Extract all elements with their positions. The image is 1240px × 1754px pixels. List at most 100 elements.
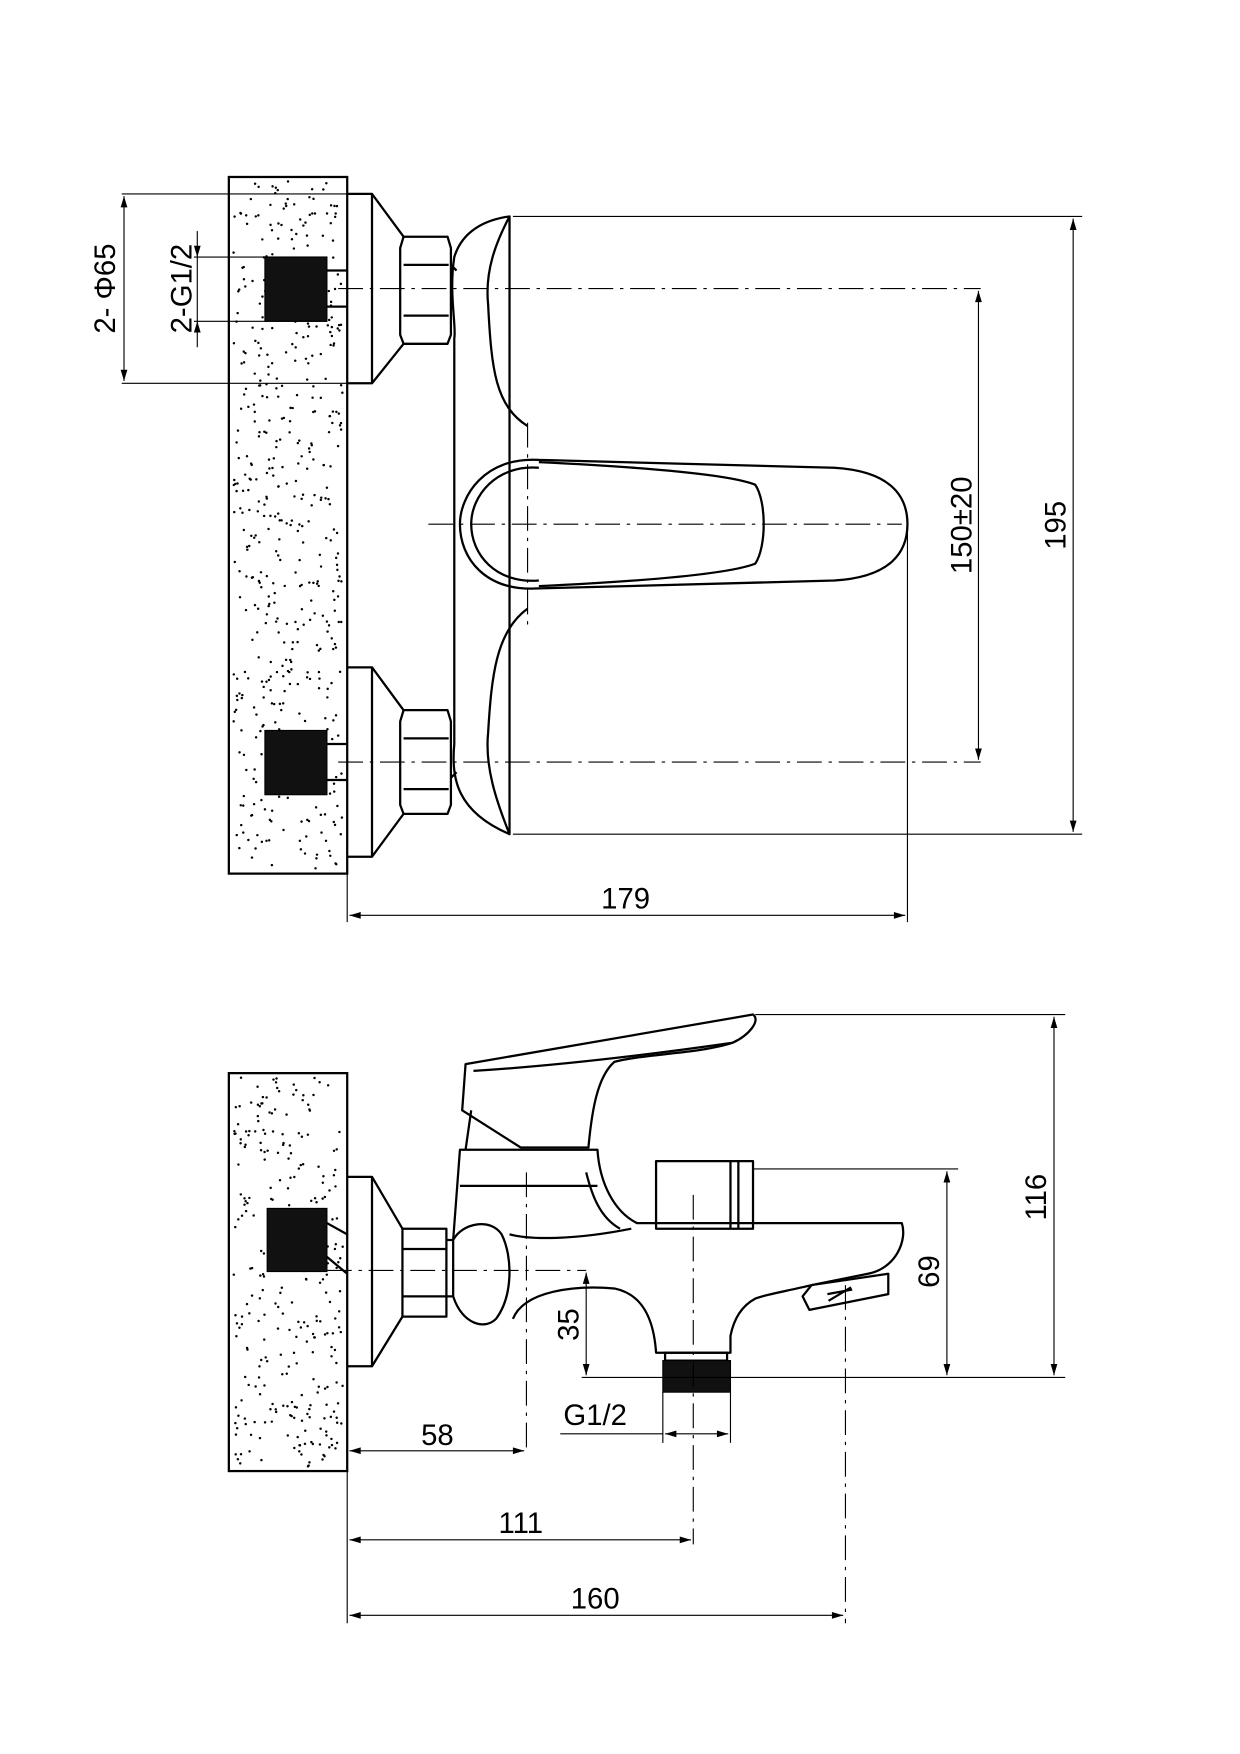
stipple-dot <box>277 1090 281 1093</box>
stipple-dot <box>325 620 329 623</box>
stipple-dot <box>263 808 267 811</box>
stipple-dot <box>233 215 236 218</box>
stipple-dot <box>273 515 277 518</box>
stipple-dot <box>254 780 258 784</box>
stipple-dot <box>237 1163 240 1166</box>
stipple-dot <box>294 346 297 349</box>
stipple-dot <box>286 197 289 201</box>
stipple-dot <box>294 571 297 574</box>
stipple-dot <box>276 1151 280 1155</box>
stipple-dot <box>275 445 278 449</box>
stipple-dot <box>243 1375 247 1379</box>
stipple-dot <box>282 1404 285 1408</box>
stipple-dot <box>267 839 271 842</box>
stipple-dot <box>295 232 298 236</box>
stipple-dot <box>268 467 271 470</box>
stipple-dot <box>307 325 311 328</box>
stipple-dot <box>244 285 247 288</box>
stipple-dot <box>282 207 285 210</box>
stipple-dot <box>310 504 313 507</box>
stipple-dot <box>324 377 327 381</box>
stipple-dot <box>280 708 283 712</box>
stipple-dot <box>306 322 310 325</box>
stipple-dot <box>315 582 319 585</box>
upper-inlet <box>264 192 453 385</box>
stipple-dot <box>329 1415 333 1419</box>
stipple-dot <box>324 536 328 540</box>
stipple-dot <box>272 702 276 706</box>
stipple-dot <box>258 1436 262 1440</box>
stipple-dot <box>240 362 243 365</box>
stipple-dot <box>288 682 292 686</box>
stipple-dot <box>276 512 280 515</box>
stipple-dot <box>292 1093 295 1096</box>
stipple-dot <box>327 318 331 322</box>
stipple-dot <box>310 1440 313 1444</box>
stipple-dot <box>245 222 249 226</box>
stipple-dot <box>308 1109 312 1112</box>
stipple-dot <box>234 1453 237 1456</box>
stipple-dot <box>269 514 272 518</box>
escutcheon <box>347 1175 404 1368</box>
stipple-dot <box>250 1266 254 1270</box>
stipple-dot <box>281 465 284 469</box>
stipple-dot <box>308 581 311 584</box>
stipple-dot <box>326 630 329 633</box>
stipple-dot <box>271 1402 274 1406</box>
stipple-dot <box>328 1446 331 1449</box>
stipple-dot <box>244 387 248 391</box>
stipple-dot <box>329 343 332 347</box>
stipple-dot <box>260 1102 263 1105</box>
stipple-dot <box>256 1085 259 1089</box>
stipple-dot <box>259 347 263 350</box>
stipple-dot <box>295 393 299 397</box>
stipple-dot <box>306 1103 310 1106</box>
stipple-dot <box>294 620 297 624</box>
stipple-dot <box>311 354 314 357</box>
stipple-dot <box>297 1320 300 1324</box>
stipple-dot <box>321 1181 325 1184</box>
stipple-dot <box>308 1407 311 1411</box>
stipple-dot <box>325 1434 328 1437</box>
stipple-dot <box>242 350 245 353</box>
stipple-dot <box>320 831 323 834</box>
stipple-dot <box>244 1143 247 1146</box>
stipple-dot <box>247 405 250 409</box>
stipple-dot <box>311 1442 315 1446</box>
stipple-dot <box>237 288 241 291</box>
stipple-dot <box>236 1122 240 1126</box>
inlet-thread <box>266 1207 328 1273</box>
stipple-dot <box>318 553 322 557</box>
stipple-dot <box>321 234 325 237</box>
stipple-dot <box>289 660 293 664</box>
stipple-dot <box>306 1324 309 1328</box>
dim-label-69: 69 <box>913 1255 946 1288</box>
stipple-dot <box>317 1385 321 1388</box>
stipple-dot <box>270 809 274 812</box>
stipple-dot <box>338 575 341 578</box>
stipple-dot <box>338 1130 341 1134</box>
stipple-dot <box>266 353 269 356</box>
stipple-dot <box>312 1377 315 1381</box>
stipple-dot <box>325 212 329 215</box>
stipple-dot <box>232 1273 236 1276</box>
stipple-dot <box>244 1422 247 1426</box>
stipple-dot <box>337 323 341 327</box>
stipple-dot <box>262 1252 266 1255</box>
stipple-dot <box>269 1186 272 1190</box>
stipple-dot <box>270 1112 274 1115</box>
stipple-dot <box>253 768 256 771</box>
stipple-dot <box>313 410 317 413</box>
stipple-dot <box>252 802 256 806</box>
stipple-dot <box>315 1200 318 1204</box>
stipple-dot <box>268 818 272 822</box>
stipple-dot <box>302 224 305 227</box>
stipple-dot <box>300 1453 303 1456</box>
stipple-dot <box>335 531 339 535</box>
stipple-dot <box>309 1403 312 1407</box>
stipple-dot <box>291 342 294 346</box>
stipple-dot <box>234 1406 238 1409</box>
stipple-dot <box>325 182 328 185</box>
stipple-dot <box>306 671 309 674</box>
outlet-thread <box>662 1360 732 1393</box>
